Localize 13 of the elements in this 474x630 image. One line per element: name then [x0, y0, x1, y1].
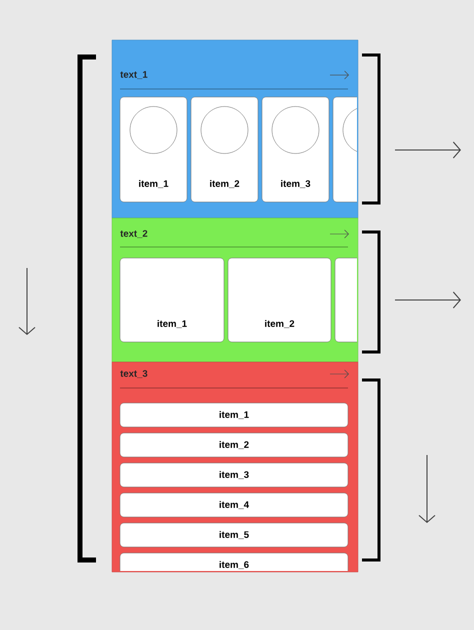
list-item: item_4 [120, 492, 348, 518]
item-card: item_1 [120, 258, 224, 342]
list-item: item_1 [120, 402, 348, 428]
item-card: item_2 [228, 258, 332, 342]
item-card [334, 258, 358, 342]
list-item: item_3 [120, 462, 348, 488]
list-item: item_2 [120, 432, 348, 458]
item-card: item_2 [190, 96, 258, 202]
list-item: item_6 [120, 552, 348, 572]
list-item: item_5 [120, 522, 348, 548]
item-card [332, 96, 358, 202]
item-card: item_3 [262, 96, 330, 202]
item-card: item_1 [120, 96, 188, 202]
